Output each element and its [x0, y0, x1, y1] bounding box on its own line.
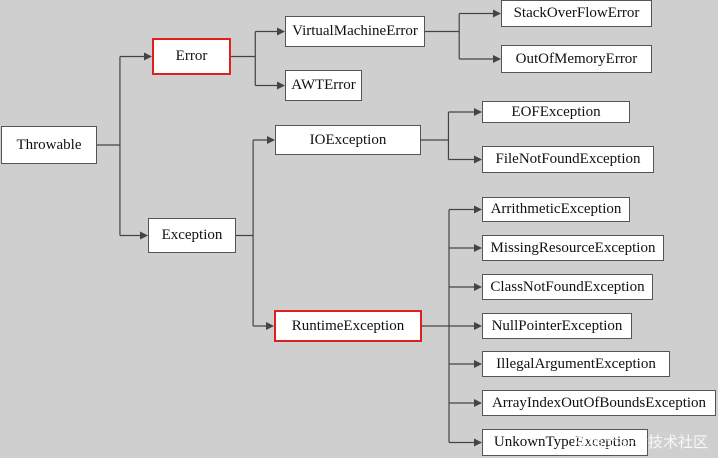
node-illegalargumentexception: IllegalArgumentException	[482, 351, 670, 377]
node-error: Error	[152, 38, 231, 75]
node-classnotfoundexception: ClassNotFoundException	[482, 274, 653, 300]
node-runtimeexception: RuntimeException	[274, 310, 422, 342]
node-unkowntypeexception: UnkownTypeException	[482, 429, 648, 456]
node-arrithmeticexception: ArrithmeticException	[482, 197, 630, 222]
node-nullpointerexception: NullPointerException	[482, 313, 632, 339]
node-awterror: AWTError	[285, 70, 362, 101]
node-arrayindexoutofboundsexception: ArrayIndexOutOfBoundsException	[482, 390, 716, 416]
node-missingresourceexception: MissingResourceException	[482, 235, 664, 261]
node-ioexception: IOException	[275, 125, 421, 155]
node-eofexception: EOFException	[482, 101, 630, 123]
watermark: @稀土掘金技术社区	[572, 433, 708, 451]
node-filenotfoundexception: FileNotFoundException	[482, 146, 654, 173]
node-virtualmachineerror: VirtualMachineError	[285, 16, 425, 47]
node-exception: Exception	[148, 218, 236, 253]
node-outofmemoryerror: OutOfMemoryError	[501, 45, 652, 73]
node-stackoverflowerror: StackOverFlowError	[501, 0, 652, 27]
node-throwable: Throwable	[1, 126, 97, 164]
